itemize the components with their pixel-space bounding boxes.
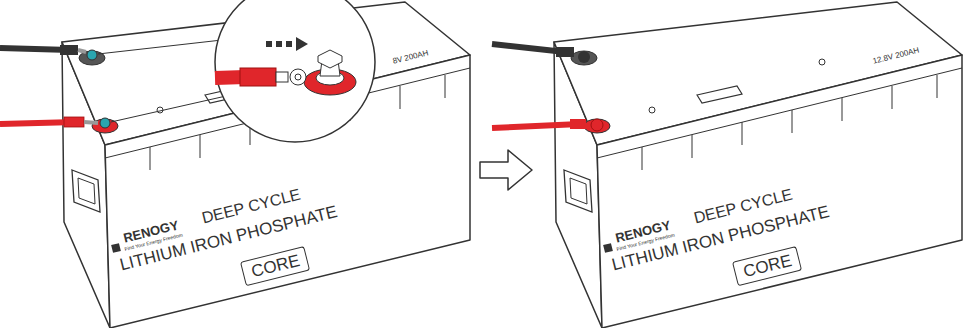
battery — [554, 2, 962, 328]
